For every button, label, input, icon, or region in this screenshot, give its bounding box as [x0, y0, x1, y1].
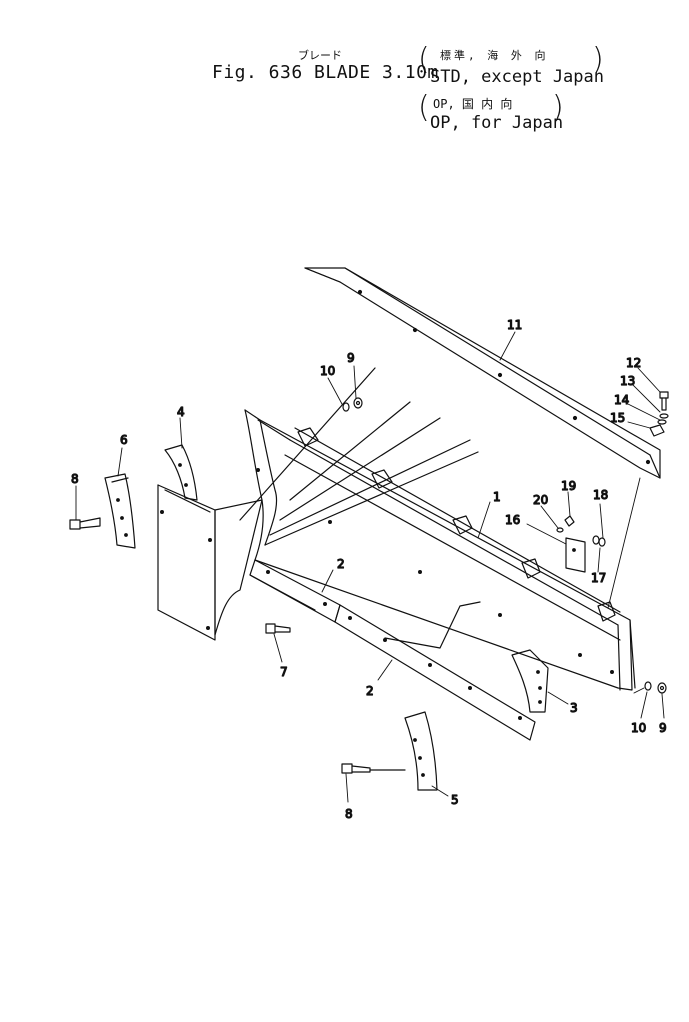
part-2-lower-edge [334, 601, 536, 741]
figure-title: Fig. 636 BLADE 3.10m [212, 62, 439, 83]
op-english: OP, for Japan [430, 113, 564, 133]
bolt-8-lower [341, 763, 406, 774]
bolt-7 [265, 623, 291, 634]
callout-8-lower: 8 [345, 807, 353, 821]
bolt-8-left [69, 517, 101, 530]
callout-7: 7 [280, 665, 288, 679]
callout-16: 16 [505, 513, 520, 527]
callout-2-upper: 2 [337, 557, 345, 571]
std-english: STD, except Japan [430, 67, 604, 87]
paren-left-1: ( [418, 42, 430, 77]
callout-11: 11 [507, 318, 522, 332]
callout-20: 20 [533, 493, 548, 507]
paren-right-1: ) [592, 42, 604, 77]
hardware-9-10-upper [342, 397, 363, 412]
callout-9-upper: 9 [347, 351, 355, 365]
callout-15: 15 [610, 411, 625, 425]
part-5-end-bit [404, 711, 438, 791]
part-16-plate [556, 515, 606, 573]
callout-6: 6 [120, 433, 128, 447]
std-japanese: 標準, 海 外 向 [440, 49, 549, 62]
callout-8-left: 8 [71, 472, 79, 486]
hardware-9-10-lower [644, 681, 667, 694]
callout-18: 18 [593, 488, 608, 502]
paren-left-2: ( [418, 90, 430, 125]
op-japanese: OP, 国 内 向 [433, 97, 513, 111]
callout-10-lower: 10 [631, 721, 646, 735]
callout-4: 4 [177, 405, 185, 419]
callout-19: 19 [561, 479, 576, 493]
hardware-12-15 [649, 391, 669, 437]
leader-lines [75, 331, 665, 803]
callout-2-lower: 2 [366, 684, 374, 698]
callout-5: 5 [451, 793, 459, 807]
part-4-left-bracket [164, 444, 198, 501]
part-6-left-end-bit [104, 473, 136, 549]
part-1-moldboard [239, 367, 636, 691]
callout-9-lower: 9 [659, 721, 667, 735]
callout-3: 3 [570, 701, 578, 715]
part-2-upper-edge [249, 559, 341, 623]
callout-12: 12 [626, 356, 641, 370]
callout-13: 13 [620, 374, 635, 388]
part-3-right-end-bit [511, 649, 549, 713]
paren-right-2: ) [552, 90, 564, 125]
callout-14: 14 [614, 393, 629, 407]
callout-1: 1 [493, 490, 501, 504]
title-japanese: ブレード [298, 49, 342, 62]
callout-17: 17 [591, 571, 606, 585]
left-side-plate [157, 484, 263, 641]
callout-10-upper: 10 [320, 364, 335, 378]
part-11-top-edge [304, 267, 661, 479]
